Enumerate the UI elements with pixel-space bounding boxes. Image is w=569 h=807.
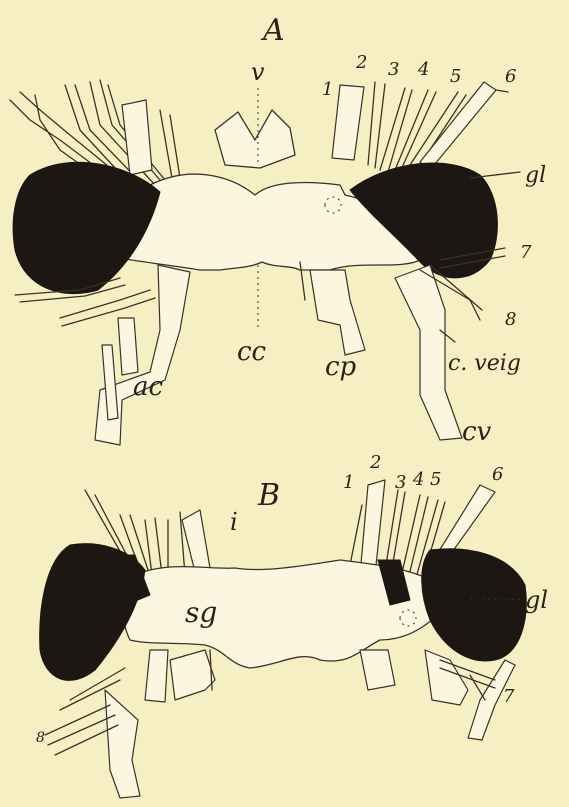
figure-b: B (36, 452, 548, 798)
label-cp: cp (325, 352, 357, 382)
nerve-1 (332, 85, 364, 160)
label-nerve-1-b: 1 (343, 472, 354, 493)
label-nerve-4-b: 4 (412, 469, 424, 490)
label-nerve-3-a: 3 (388, 59, 399, 80)
label-v: v (251, 58, 265, 86)
figure-b-lower-vessels (105, 650, 515, 798)
label-gl-b: gl (525, 586, 548, 614)
label-nerve-7-b: 7 (503, 686, 515, 707)
label-nerve-2-b: 2 (369, 452, 381, 473)
figure-a: A (10, 13, 546, 447)
label-nerve-4-a: 4 (417, 59, 429, 80)
figure-a-vesicle (215, 110, 295, 168)
label-nerve-8-b: 8 (36, 730, 45, 746)
label-nerve-7-a: 7 (520, 242, 532, 263)
label-nerve-6-a: 6 (505, 66, 516, 87)
figure-b-right-gland (422, 549, 527, 661)
figure-b-title: B (257, 478, 280, 513)
label-nerve-2-a: 2 (355, 52, 367, 73)
label-c-veig: c. veig (448, 351, 521, 376)
figure-a-title: A (260, 13, 285, 48)
label-nerve-3-b: 3 (395, 472, 406, 493)
label-i: i (230, 508, 238, 536)
label-nerve-8-a: 8 (505, 309, 516, 330)
label-nerve-5-b: 5 (430, 469, 441, 490)
label-sg: sg (185, 596, 217, 629)
label-ac: ac (133, 372, 164, 402)
label-nerve-1-a: 1 (322, 79, 333, 100)
figure-a-right-nerves (332, 82, 508, 172)
figure-a-left-gland (13, 162, 160, 293)
label-cv: cv (462, 417, 492, 447)
label-nerve-5-a: 5 (450, 66, 461, 87)
label-gl-a: gl (525, 163, 546, 188)
label-cc: cc (237, 337, 267, 367)
label-nerve-6-b: 6 (492, 464, 503, 485)
